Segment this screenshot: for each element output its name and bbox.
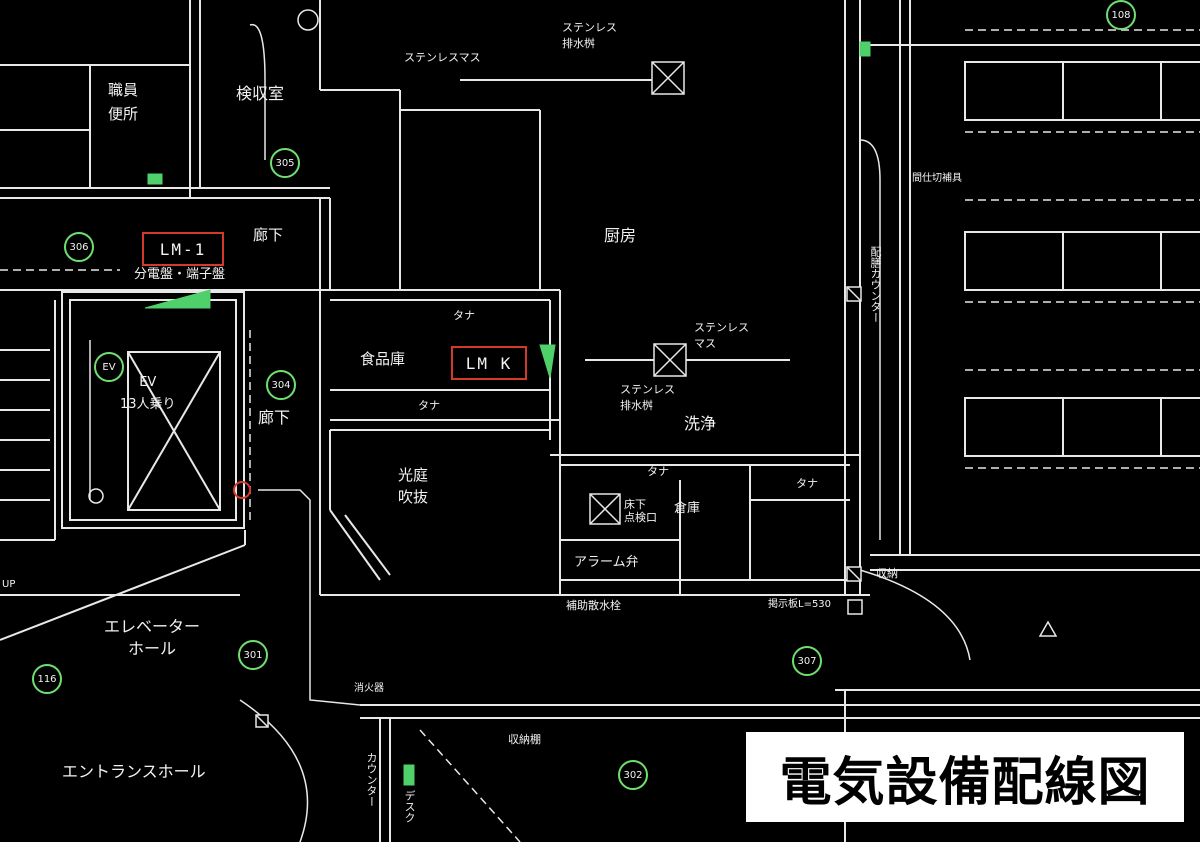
label-elevator-hall: エレベーター ホール [104, 617, 201, 658]
label-atrium: 光庭 吹抜 [398, 466, 429, 506]
label-storage: 倉庫 [674, 501, 701, 516]
label-storage-bottom: 収納棚 [508, 733, 541, 746]
label-collection: 収納 [876, 567, 898, 580]
label-food-storage: 食品庫 [360, 350, 406, 368]
label-distribution-counter: 配膳カウンター [869, 246, 882, 323]
label-shelf-1: タナ [453, 309, 475, 322]
drawing-title: 電気設備配線図 [746, 732, 1184, 822]
label-sprinkler: 補助散水栓 [566, 599, 621, 612]
circle-tag-305: 305 [270, 148, 300, 178]
label-notice-board: 掲示板L=530 [768, 599, 832, 610]
circle-tag-116: 116 [32, 664, 62, 694]
circle-tag-307: 307 [792, 646, 822, 676]
label-counter-bottom: カウンター [365, 752, 378, 807]
label-washing: 洗浄 [684, 414, 717, 433]
label-stainless-masu-top: ステンレスマス [404, 51, 481, 64]
ev-circle-tag: EV [94, 352, 124, 382]
label-staff-toilet: 職員 便所 [108, 81, 139, 123]
circle-tag-302: 302 [618, 760, 648, 790]
label-ev: EV 13人乗り [120, 375, 176, 412]
label-shelf-4: タナ [796, 477, 818, 490]
label-shelf-3: タナ [647, 465, 669, 478]
label-inspection-room: 検収室 [236, 84, 285, 103]
panel-lm1: LM-1 [142, 232, 224, 266]
circle-tag-304: 304 [266, 370, 296, 400]
circle-tag-301: 301 [238, 640, 268, 670]
circle-tag-108: 108 [1106, 0, 1136, 30]
label-shelf-2: タナ [418, 399, 440, 412]
label-panel-note: 分電盤・端子盤 [134, 267, 226, 282]
label-stainless-basin-top: ステンレス 排水桝 [562, 21, 617, 50]
label-fire-alarm: 消火器 [354, 683, 384, 694]
label-stainless-basin-mid: ステンレス 排水桝 [620, 383, 675, 412]
label-partition-note: 間仕切補具 [912, 173, 962, 184]
circle-tag-306: 306 [64, 232, 94, 262]
label-floor-valve: 床下 点検口 [624, 498, 657, 524]
label-up-mark: UP [2, 579, 16, 590]
label-alarm-valve: アラーム弁 [574, 555, 639, 570]
label-corridor-mid: 廊下 [258, 408, 291, 427]
label-kitchen: 厨房 [604, 226, 637, 245]
label-entrance-hall: エントランスホール [62, 762, 206, 781]
panel-lmk: LM K [451, 346, 527, 380]
label-desk-bottom: デスク [403, 790, 416, 823]
label-corridor-top: 廊下 [253, 226, 284, 244]
label-stainless-masu-mid: ステンレス マス [694, 321, 749, 350]
